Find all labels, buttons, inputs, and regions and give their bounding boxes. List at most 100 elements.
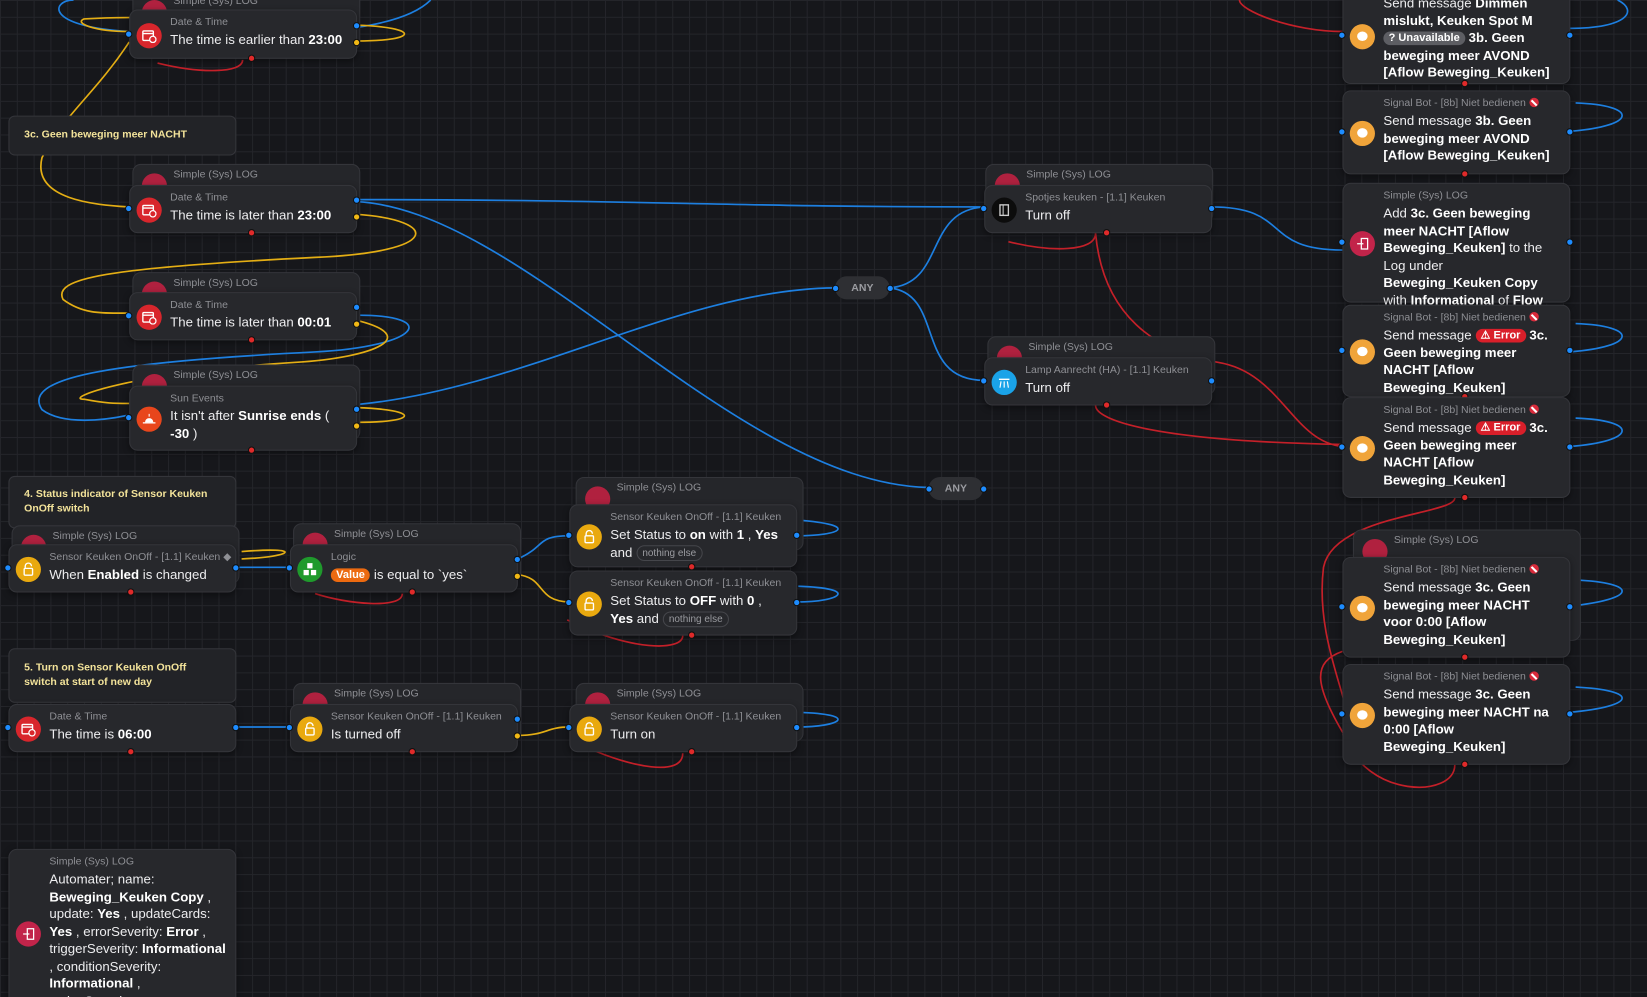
output-port-true[interactable] <box>232 723 240 732</box>
output-port-true[interactable] <box>352 405 361 413</box>
any-junction-node[interactable]: ANY <box>928 476 984 501</box>
output-port-true[interactable] <box>1207 204 1216 213</box>
wire[interactable] <box>797 519 839 537</box>
input-port[interactable] <box>1338 603 1346 611</box>
output-port-error[interactable] <box>1460 170 1469 178</box>
input-port[interactable] <box>565 723 573 732</box>
output-port-error[interactable] <box>247 336 256 344</box>
wire[interactable] <box>1569 102 1623 133</box>
connection-port[interactable] <box>925 485 933 493</box>
wire[interactable] <box>1569 0 1629 30</box>
input-port[interactable] <box>565 531 573 539</box>
input-port[interactable] <box>565 598 573 607</box>
wire[interactable] <box>357 198 985 208</box>
output-port-true[interactable] <box>1566 443 1574 451</box>
output-port-true[interactable] <box>352 303 361 311</box>
wire[interactable] <box>517 573 570 603</box>
wire[interactable] <box>58 0 130 33</box>
input-port[interactable] <box>124 204 133 213</box>
wire[interactable] <box>357 0 432 29</box>
output-port-error[interactable] <box>126 748 135 756</box>
wire[interactable] <box>357 200 929 489</box>
comment-note[interactable]: 4. Status indicator of Sensor Keuken OnO… <box>8 475 237 529</box>
output-port-true[interactable] <box>513 555 521 564</box>
wire[interactable] <box>1569 417 1623 448</box>
input-port[interactable] <box>4 723 12 732</box>
input-port[interactable] <box>980 204 988 213</box>
output-port-error[interactable] <box>687 748 696 756</box>
output-port-error[interactable] <box>1460 493 1469 502</box>
wire[interactable] <box>1094 233 1343 448</box>
output-port-error[interactable] <box>408 748 416 756</box>
output-port-false[interactable] <box>352 38 361 46</box>
output-port-true[interactable] <box>1566 238 1574 246</box>
wire[interactable] <box>587 747 684 769</box>
comment-note[interactable]: 3c. Geen beweging meer NACHT <box>8 115 237 156</box>
wire[interactable] <box>1211 206 1343 251</box>
wire[interactable] <box>241 549 286 560</box>
output-port-error[interactable] <box>1102 229 1111 237</box>
wire[interactable] <box>797 585 839 603</box>
wire[interactable] <box>797 711 839 728</box>
output-port-true[interactable] <box>1566 31 1574 39</box>
output-port-error[interactable] <box>1102 401 1111 409</box>
output-port-true[interactable] <box>513 715 521 723</box>
input-port[interactable] <box>4 564 12 572</box>
output-port-error[interactable] <box>1460 760 1469 768</box>
input-port[interactable] <box>124 29 133 38</box>
wire[interactable] <box>1094 405 1343 446</box>
input-port[interactable] <box>1338 128 1346 136</box>
input-port[interactable] <box>1338 443 1346 451</box>
output-port-true[interactable] <box>1566 710 1574 718</box>
output-port-true[interactable] <box>793 723 801 732</box>
any-junction-node[interactable]: ANY <box>835 276 890 300</box>
wire[interactable] <box>889 287 985 382</box>
wire[interactable] <box>1238 0 1343 33</box>
wire[interactable] <box>517 726 570 737</box>
wire[interactable] <box>157 59 244 72</box>
output-port-error[interactable] <box>126 588 135 596</box>
output-port-error[interactable] <box>247 446 256 454</box>
output-port-false[interactable] <box>352 422 361 430</box>
wire[interactable] <box>889 206 985 289</box>
output-port-error[interactable] <box>1460 653 1469 661</box>
wire[interactable] <box>61 213 417 315</box>
input-port[interactable] <box>1338 238 1346 246</box>
input-port[interactable] <box>980 377 988 385</box>
wire[interactable] <box>517 534 570 560</box>
output-port-error[interactable] <box>247 54 256 62</box>
output-port-true[interactable] <box>352 196 361 204</box>
output-port-true[interactable] <box>1207 377 1216 385</box>
wire[interactable] <box>1569 686 1623 714</box>
flow-card-n5[interactable]: Sensor Keuken OnOff - [1.1] Keuken ◆When… <box>8 544 237 593</box>
wire[interactable] <box>1569 322 1623 353</box>
input-port[interactable] <box>1338 346 1346 355</box>
output-port-true[interactable] <box>1566 603 1574 611</box>
wire[interactable] <box>1008 233 1097 250</box>
output-port-true[interactable] <box>352 21 361 29</box>
wire[interactable] <box>357 406 406 424</box>
output-port-error[interactable] <box>247 229 256 237</box>
output-port-error[interactable] <box>687 631 696 639</box>
output-port-true[interactable] <box>793 598 801 607</box>
output-port-true[interactable] <box>1566 128 1574 136</box>
input-port[interactable] <box>124 312 133 320</box>
output-port-true[interactable] <box>1566 346 1574 355</box>
wire[interactable] <box>314 592 404 605</box>
